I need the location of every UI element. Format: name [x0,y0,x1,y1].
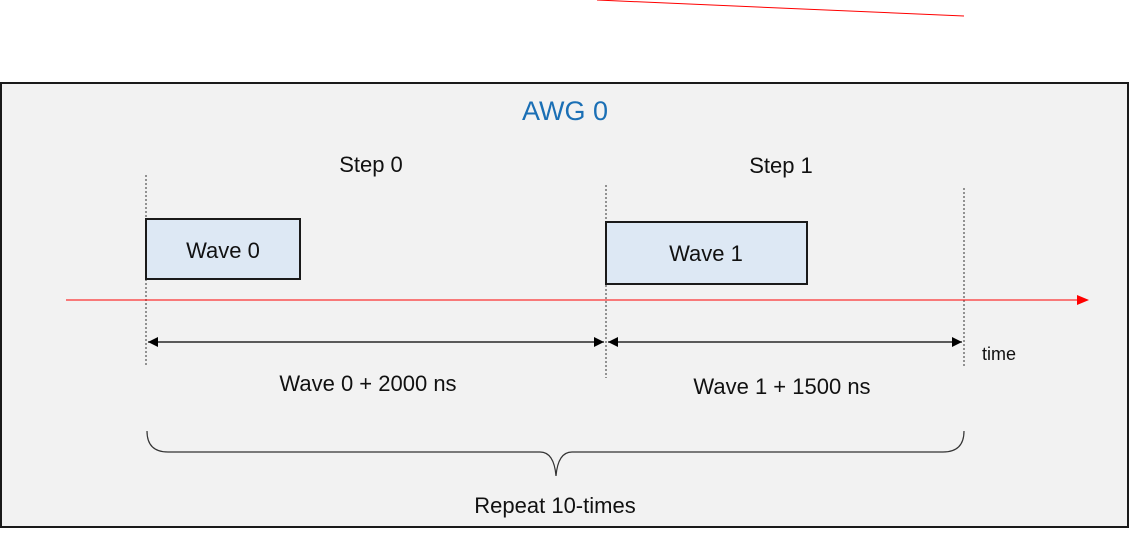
wave-0-box [145,218,301,280]
repeat-label: Repeat 10-times [474,493,635,518]
panel-title: AWG 0 [522,96,608,126]
step-0-label: Step 0 [339,152,403,177]
wave-0-label: Wave 0 [186,238,260,263]
awg-panel [0,82,1129,528]
step-1-label: Step 1 [749,153,813,178]
stray-red-line [596,0,965,17]
time-axis-label: time [982,344,1016,364]
repeat-brace [146,430,965,477]
wave-1-box [605,221,808,285]
wave-1-label: Wave 1 [669,241,743,266]
step-1-duration-label: Wave 1 + 1500 ns [693,374,870,399]
step-0-duration-label: Wave 0 + 2000 ns [279,371,456,396]
